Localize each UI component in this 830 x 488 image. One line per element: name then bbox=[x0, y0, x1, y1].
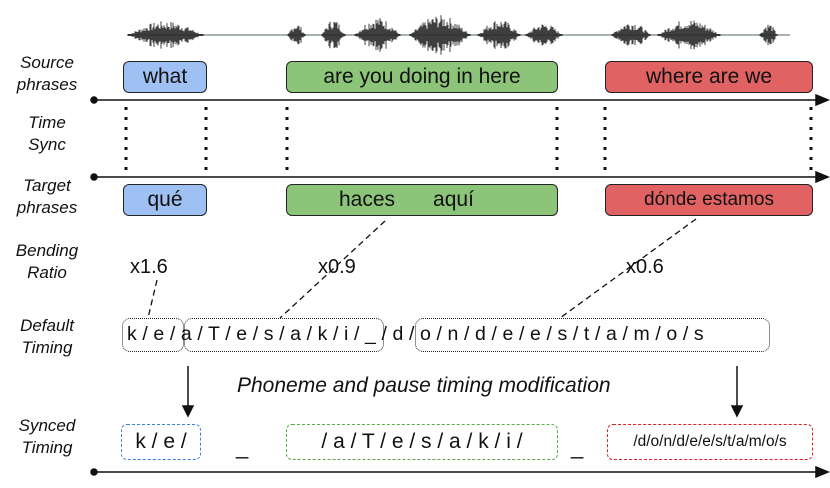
target-phrase-que: qué bbox=[123, 184, 207, 216]
source-phrase-what: what bbox=[123, 61, 207, 93]
default-timing-phonemes: k / e / a / T / e / s / a / k / i / _ / … bbox=[127, 323, 704, 345]
timeline-arrowhead bbox=[815, 93, 830, 107]
synced-pause-2: _ bbox=[571, 434, 584, 459]
timeline-arrowhead bbox=[815, 465, 830, 479]
source-phrase-where-are-we: where are we bbox=[605, 61, 813, 93]
bending-connectors bbox=[147, 218, 697, 319]
default-group-2 bbox=[184, 318, 384, 352]
target-phrase-haces-aqui: haces aquí bbox=[286, 184, 558, 216]
timeline-start-dot bbox=[90, 96, 98, 104]
bending-ratio-2: x0.9 bbox=[318, 256, 356, 278]
bending-ratio-1: x1.6 bbox=[130, 256, 168, 278]
default-group-3 bbox=[415, 318, 770, 352]
timeline-start-dot bbox=[90, 468, 98, 476]
synced-pause-1: _ bbox=[236, 434, 249, 459]
default-group-1 bbox=[122, 318, 184, 352]
time-sync-markers bbox=[124, 107, 813, 172]
timeline-start-dot bbox=[90, 173, 98, 181]
synced-group-2: / a / T / e / s / a / k / i / bbox=[286, 424, 558, 460]
modification-arrows bbox=[181, 366, 744, 418]
synced-group-3: /d/o/n/d/e/e/s/t/a/m/o/s bbox=[607, 424, 813, 460]
synced-group-1: k / e / bbox=[121, 424, 201, 460]
audio-waveform bbox=[127, 15, 790, 55]
timeline-arrowhead bbox=[815, 170, 830, 184]
target-word-aqui: aquí bbox=[433, 188, 474, 211]
modification-label: Phoneme and pause timing modification bbox=[237, 374, 611, 397]
target-word-haces: haces bbox=[339, 188, 396, 211]
source-phrase-are-you-doing: are you doing in here bbox=[286, 61, 558, 93]
target-phrase-donde-estamos: dónde estamos bbox=[605, 184, 813, 216]
bending-ratio-3: x0.6 bbox=[626, 256, 664, 278]
